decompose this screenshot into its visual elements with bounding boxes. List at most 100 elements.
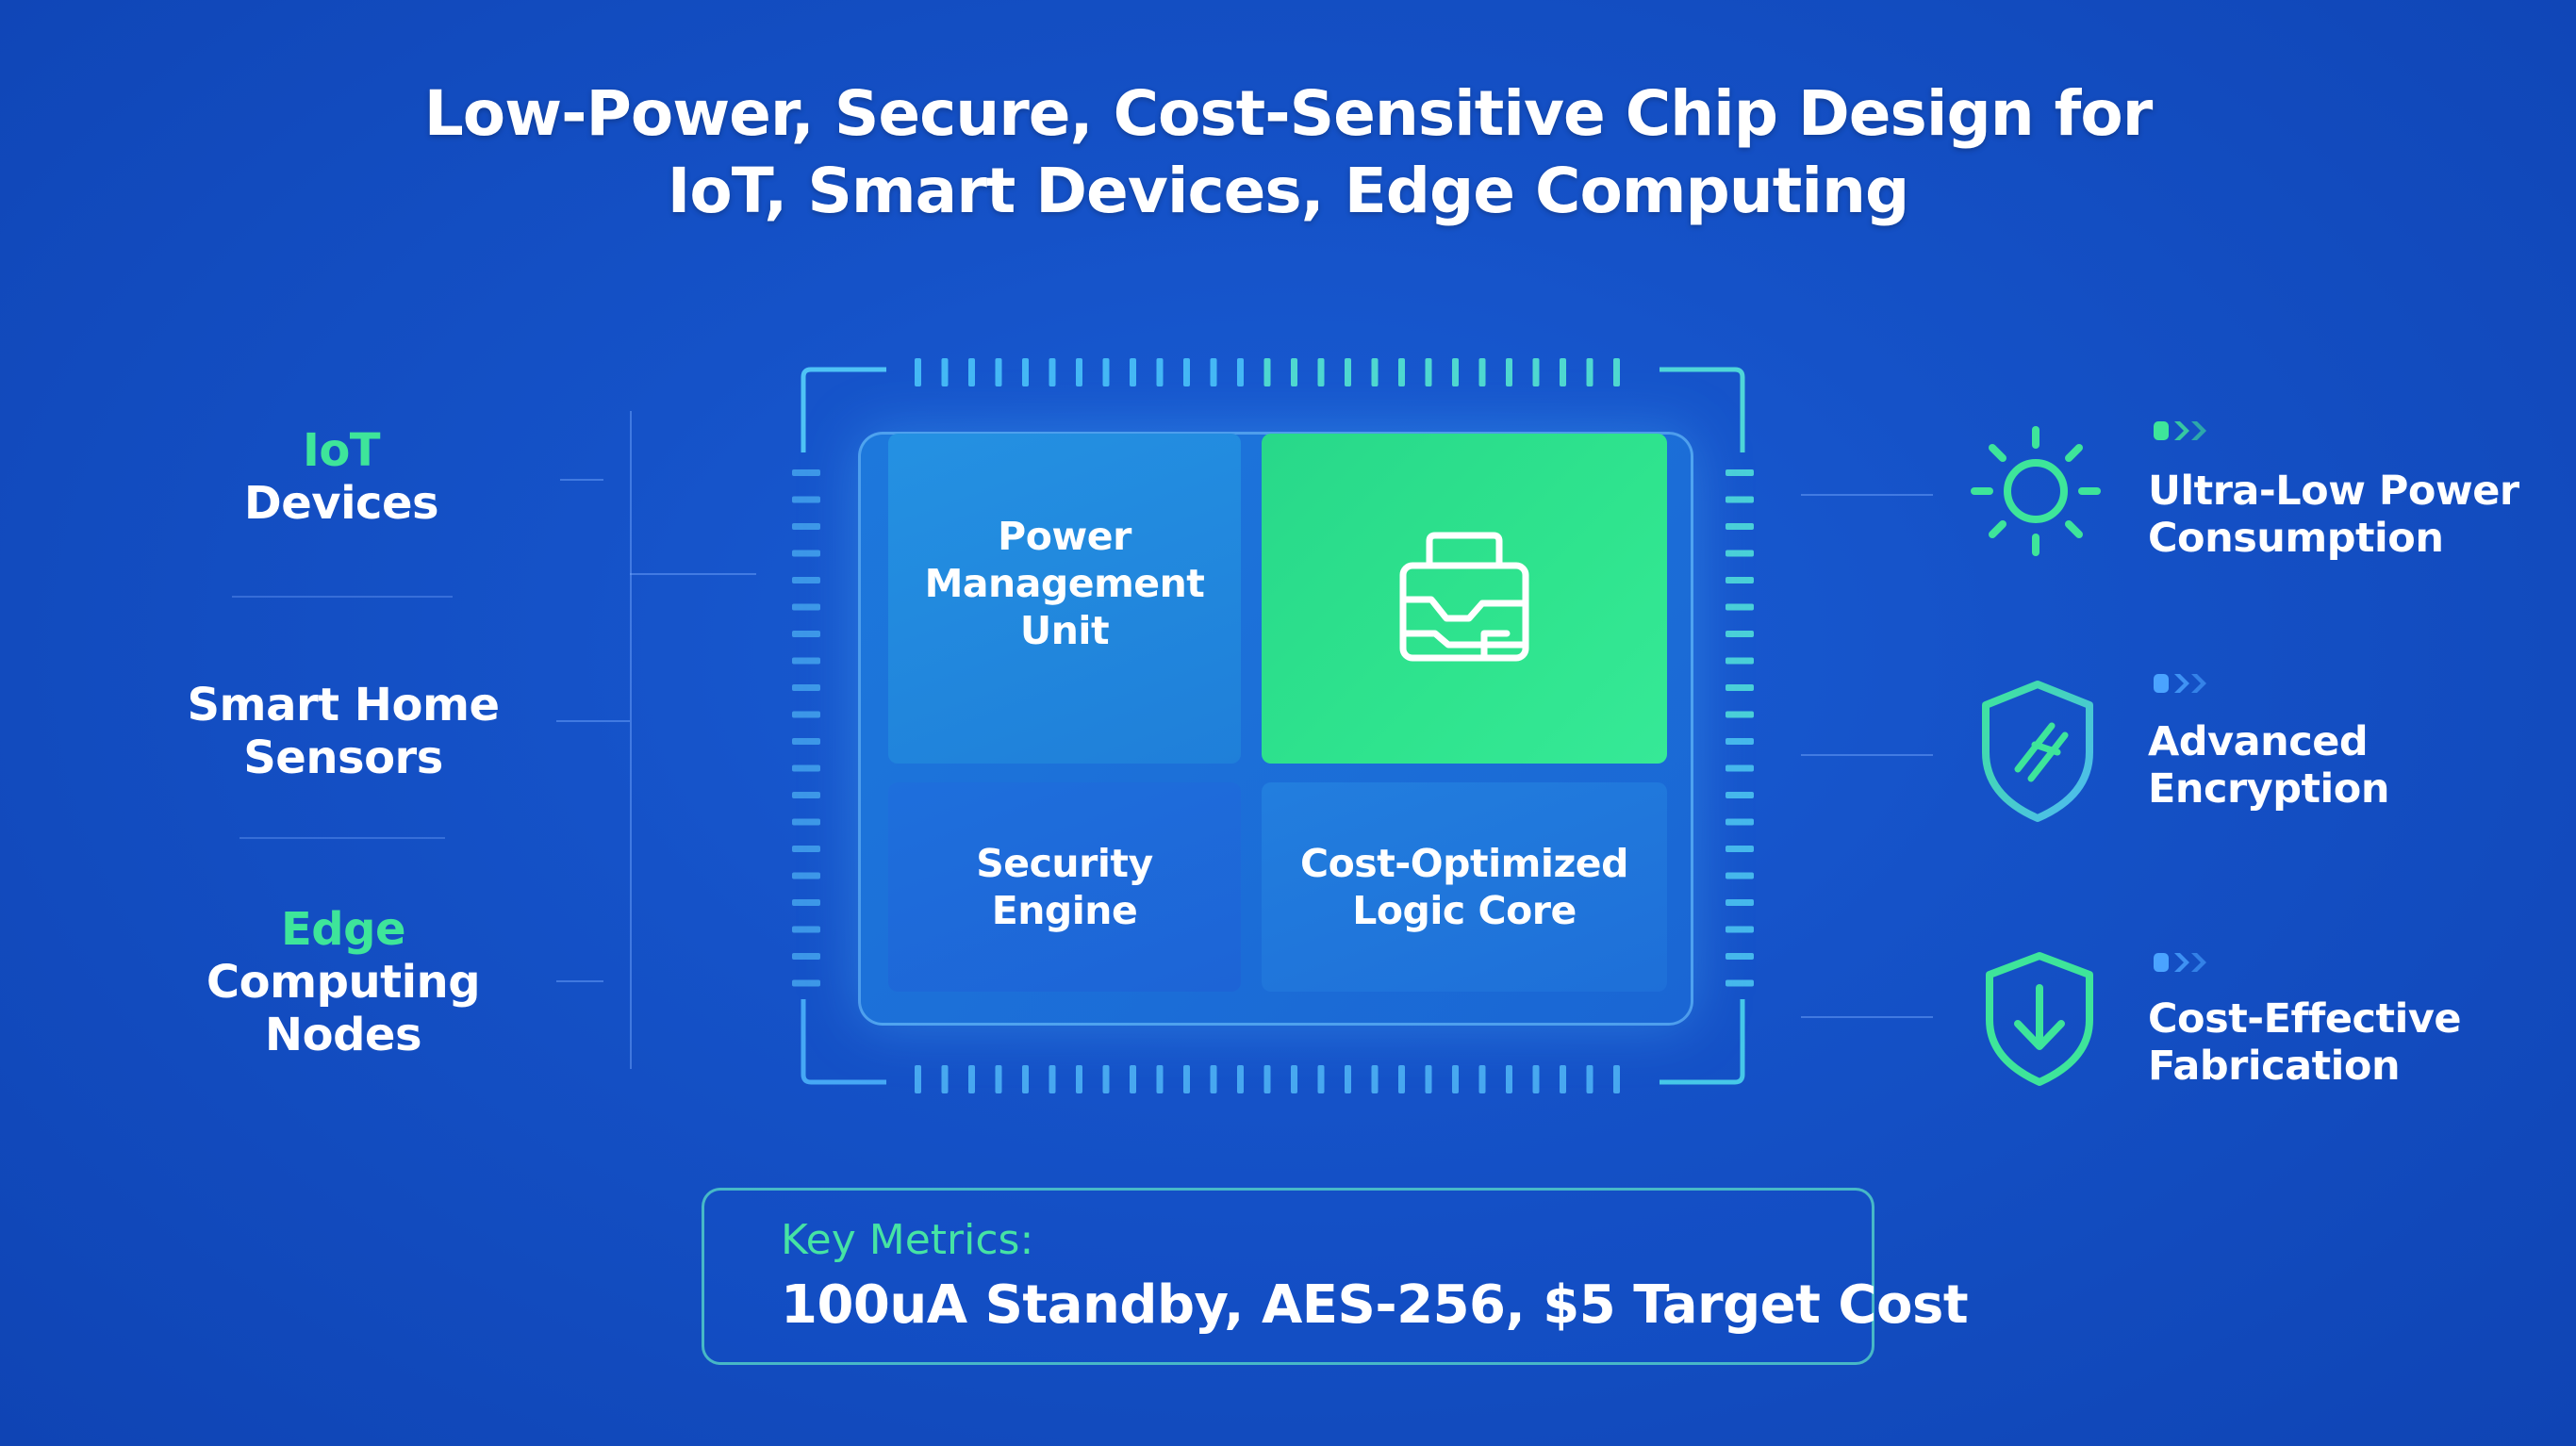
chip-pin: [1726, 577, 1754, 583]
shield-down-arrow-icon: [1986, 952, 2093, 1086]
chip-pin: [1156, 1065, 1164, 1093]
chip-pin: [1726, 872, 1754, 879]
chip-pin: [792, 550, 820, 557]
connector-line: [1801, 494, 1933, 496]
chip-pin: [792, 684, 820, 691]
chip-pin: [1726, 738, 1754, 745]
chip-pin: [792, 631, 820, 637]
chip-pin: [1425, 1065, 1432, 1093]
circuit-module-icon: [1399, 532, 1529, 662]
application-text: Computing: [206, 956, 481, 1009]
chip-pin: [1156, 358, 1164, 386]
feature-text: Consumption: [2148, 515, 2444, 562]
chip-pin: [1726, 523, 1754, 530]
chip-pin: [1560, 358, 1566, 386]
application-accent: Edge: [280, 903, 406, 956]
title-line-1: Low-Power, Secure, Cost-Sensitive Chip D…: [423, 77, 2154, 150]
application-iot-devices: IoT Devices: [124, 424, 558, 530]
chip-pin: [968, 358, 975, 386]
chip-pin: [792, 496, 820, 503]
chip-pin: [1183, 358, 1190, 386]
chip-pin: [1291, 1065, 1297, 1093]
chip-pin: [792, 953, 820, 960]
chip-pin: [1345, 1065, 1351, 1093]
left-vertical-connector: [630, 411, 632, 1069]
chip-pin: [1291, 358, 1297, 386]
chip-pin: [1237, 1065, 1244, 1093]
chip-frame: [792, 358, 1754, 1093]
chip-pin: [1049, 1065, 1056, 1093]
title-line-2: IoT, Smart Devices, Edge Computing: [667, 155, 1909, 227]
chip-pin: [1237, 358, 1244, 386]
page-title: Low-Power, Secure, Cost-Sensitive Chip D…: [345, 75, 2231, 230]
block-label: Management: [924, 561, 1205, 606]
feature-text: Encryption: [2148, 765, 2389, 813]
chip-pin: [792, 711, 820, 718]
chip-pin: [1398, 358, 1405, 386]
metrics-label: Key Metrics:: [781, 1216, 1034, 1264]
chip-pin: [1726, 818, 1754, 826]
connector-line: [1801, 1016, 1933, 1018]
chip-pin: [1371, 358, 1379, 386]
chip-pin: [1726, 926, 1754, 933]
chip-pin: [1726, 550, 1754, 557]
chip-pin: [1726, 764, 1754, 772]
chip-pin: [1317, 358, 1325, 386]
chip-pin: [792, 818, 820, 826]
chip-pin: [1345, 358, 1351, 386]
chip-pin: [1022, 1065, 1029, 1093]
chip-pin: [1532, 358, 1540, 386]
feature-cost-effective-fabrication: Cost-Effective Fabrication: [2148, 995, 2462, 1090]
security-engine-block: Security Engine: [888, 782, 1241, 992]
separator-line: [239, 837, 445, 839]
chip-pin: [792, 764, 820, 772]
block-label: Power: [998, 514, 1131, 559]
chip-pin: [1076, 358, 1082, 386]
chip-pin: [1726, 603, 1754, 611]
feature-text: Ultra-Low Power: [2148, 468, 2519, 515]
chip-pin: [1102, 358, 1110, 386]
chip-pin: [995, 1065, 1002, 1093]
chip-pin: [792, 926, 820, 933]
chip-pin: [1613, 1065, 1620, 1093]
block-label: Security: [976, 841, 1153, 886]
progress-chevrons-icon: [2154, 674, 2206, 693]
chip-pin: [1371, 1065, 1379, 1093]
application-accent: IoT: [302, 424, 381, 477]
chip-pin: [1506, 1065, 1512, 1093]
application-smart-home-sensors: Smart Home Sensors: [126, 679, 560, 784]
chip-pin: [1022, 358, 1029, 386]
chip-pin: [792, 657, 820, 665]
chip-pin: [1726, 469, 1754, 476]
key-metrics-box: [702, 1188, 1874, 1365]
chip-pin: [1478, 358, 1486, 386]
chip-pin: [792, 577, 820, 583]
chip-pin: [1532, 1065, 1540, 1093]
block-label: Logic Core: [1352, 888, 1577, 933]
power-management-unit-block: Power Management Unit: [888, 434, 1241, 764]
chip-pin: [792, 738, 820, 745]
chip-pin: [792, 846, 820, 852]
chip-pin: [1726, 953, 1754, 960]
chip-pin: [1130, 1065, 1136, 1093]
chip-pin: [1398, 1065, 1405, 1093]
application-text: Smart Home: [187, 679, 500, 731]
chip-pin: [1452, 358, 1459, 386]
block-label: Cost-Optimized: [1300, 841, 1628, 886]
chip-pin: [1102, 1065, 1110, 1093]
chip-pin: [1726, 899, 1754, 906]
chip-pin: [792, 792, 820, 798]
metrics-value: 100uA Standby, AES-256, $5 Target Cost: [781, 1274, 1969, 1336]
chip-pin: [915, 358, 921, 386]
logic-core-block: Cost-Optimized Logic Core: [1262, 782, 1667, 992]
chip-pin: [792, 603, 820, 611]
chip-pins: [792, 358, 1754, 1093]
chip-pin: [792, 979, 820, 987]
chip-pin: [1586, 1065, 1593, 1093]
feature-advanced-encryption: Advanced Encryption: [2148, 718, 2389, 813]
application-edge-computing-nodes: Edge Computing Nodes: [126, 903, 560, 1061]
feature-text: Fabrication: [2148, 1043, 2401, 1090]
application-text: Nodes: [264, 1009, 422, 1061]
chip-pin: [1586, 358, 1593, 386]
block-label: Engine: [991, 888, 1138, 933]
